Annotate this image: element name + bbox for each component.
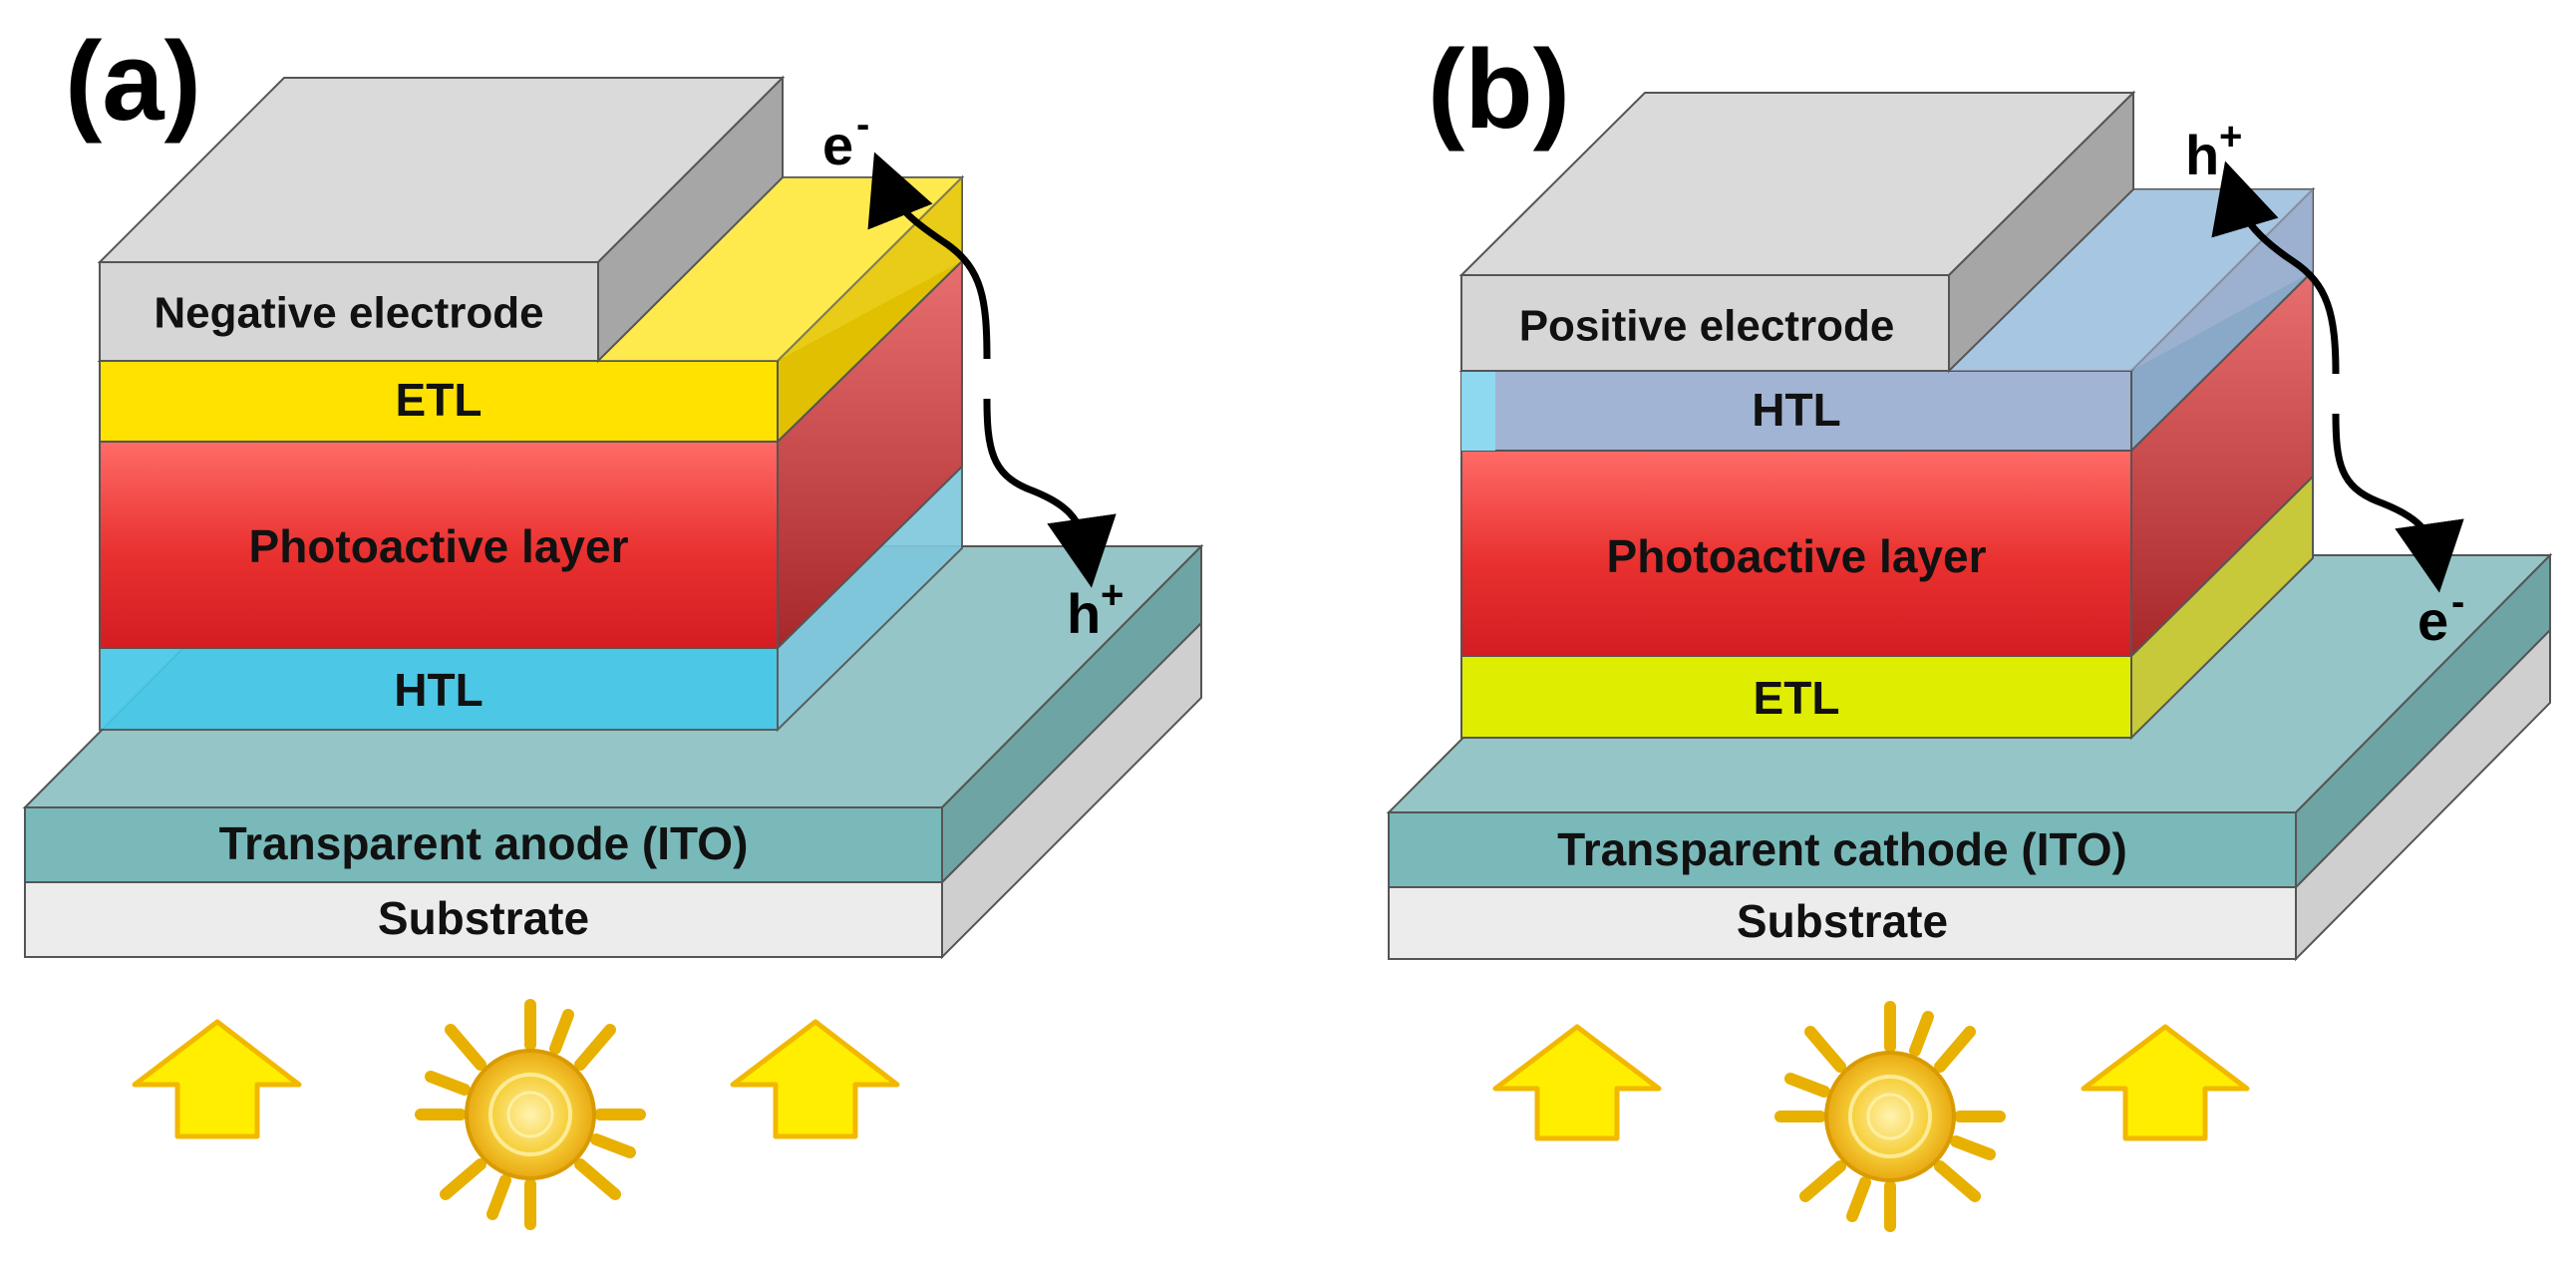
- active-layer-b: [1460, 268, 2314, 659]
- active-label-b: Photoactive layer: [1607, 530, 1987, 582]
- panel-b: (b): [1386, 27, 2553, 1232]
- svg-text:+: +: [1101, 573, 1124, 617]
- svg-text:h: h: [2185, 124, 2219, 186]
- substrate-label-b: Substrate: [1737, 895, 1948, 947]
- substrate-layer-b: [1388, 627, 2551, 962]
- top-transport-label-b: HTL: [1752, 384, 1840, 436]
- electrode-a: [97, 75, 786, 364]
- substrate-label-a: Substrate: [378, 892, 589, 944]
- carrier-path-top-a: [867, 152, 991, 360]
- bottom-transport-label-b: ETL: [1754, 672, 1840, 724]
- up-arrow-icon: [132, 1019, 302, 1139]
- panel-b-label: (b): [1428, 27, 1570, 152]
- svg-text:h: h: [1067, 582, 1101, 645]
- top-transport-label-a: ETL: [396, 374, 483, 426]
- panel-a-label: (a): [65, 19, 201, 144]
- electrode-label-a: Negative electrode: [154, 289, 543, 338]
- substrate-layer-a: [24, 620, 1202, 960]
- ito-label-a: Transparent anode (ITO): [219, 817, 749, 869]
- bottom-carrier-b: e -: [2417, 580, 2464, 652]
- active-layer-a: [99, 258, 963, 651]
- bottom-transport-layer-b: [1460, 474, 2314, 741]
- bottom-carrier-a: h +: [1067, 573, 1124, 645]
- bottom-transport-label-a: HTL: [394, 664, 483, 716]
- up-arrow-icon: [2081, 1024, 2250, 1141]
- bottom-transport-layer-a: [99, 464, 963, 733]
- up-arrow-icon: [730, 1019, 900, 1139]
- ito-label-b: Transparent cathode (ITO): [1557, 823, 2127, 875]
- svg-text:-: -: [856, 103, 869, 147]
- sun-icon: [415, 999, 646, 1230]
- svg-text:+: +: [2219, 115, 2242, 159]
- carrier-path-top-b: [2211, 160, 2340, 375]
- active-label-a: Photoactive layer: [249, 520, 629, 572]
- carrier-path-bottom-a: [983, 398, 1117, 588]
- svg-text:e: e: [822, 114, 853, 176]
- panel-a: (a): [22, 19, 1204, 1230]
- sun-icon: [1774, 1001, 2006, 1232]
- svg-text:-: -: [2451, 580, 2464, 624]
- top-carrier-a: e -: [822, 103, 869, 176]
- top-carrier-b: h +: [2185, 115, 2242, 186]
- electrode-b: [1458, 90, 2136, 374]
- svg-text:e: e: [2417, 589, 2448, 652]
- electrode-label-b: Positive electrode: [1519, 302, 1895, 351]
- up-arrow-icon: [1492, 1024, 1662, 1141]
- carrier-path-bottom-b: [2332, 413, 2464, 593]
